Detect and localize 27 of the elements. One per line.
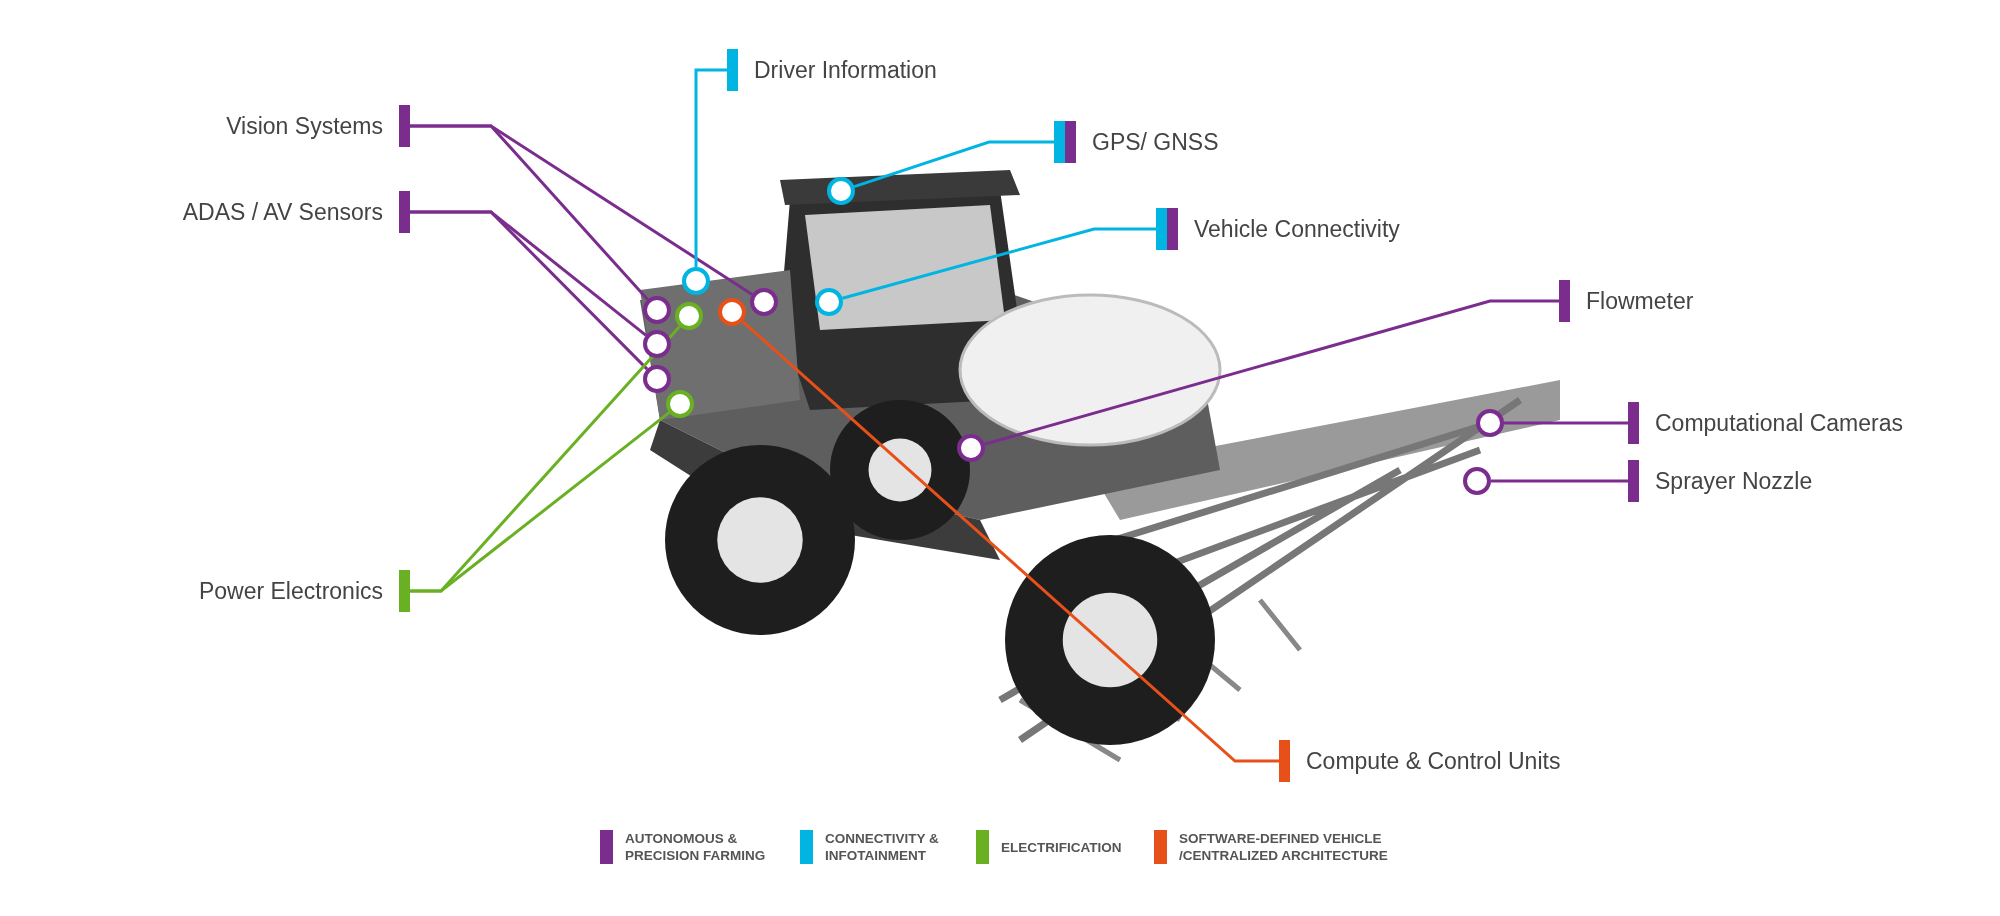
callout-label: ADAS / AV Sensors — [182, 198, 383, 226]
leader-line — [853, 140, 1054, 189]
legend-label: ELECTRIFICATION — [1001, 838, 1122, 856]
leader-line — [1491, 479, 1628, 483]
leader-line — [984, 299, 1559, 446]
leader-line — [842, 227, 1156, 300]
legend-label: CONNECTIVITY & INFOTAINMENT — [825, 830, 940, 864]
legend-label: AUTONOMOUS & PRECISION FARMING — [625, 830, 767, 864]
callout-label: Sprayer Nozzle — [1655, 467, 1813, 495]
legend-label: SOFTWARE-DEFINED VEHICLE /CENTRALIZED ARCHITECTURE — [1179, 830, 1389, 864]
callout-label: Power Electronics — [198, 577, 383, 605]
leader-line — [410, 411, 670, 593]
callout-label: Compute & Control Units — [1306, 747, 1561, 775]
leader-line — [1504, 421, 1628, 425]
callout-label: GPS/ GNSS — [1092, 128, 1219, 156]
leader-line — [410, 124, 753, 296]
callout-label: Flowmeter — [1586, 287, 1694, 315]
callout-label: Vehicle Connectivity — [1194, 215, 1400, 243]
callout-point — [643, 365, 671, 393]
leader-line — [741, 320, 1279, 763]
callout-point — [682, 267, 710, 295]
callout-label: Computational Cameras — [1655, 409, 1903, 437]
callout-label: Vision Systems — [226, 112, 383, 140]
callout-label: Driver Information — [754, 56, 937, 84]
callout-point — [1463, 467, 1491, 495]
leader-line — [694, 68, 727, 267]
leader-line — [410, 210, 649, 371]
